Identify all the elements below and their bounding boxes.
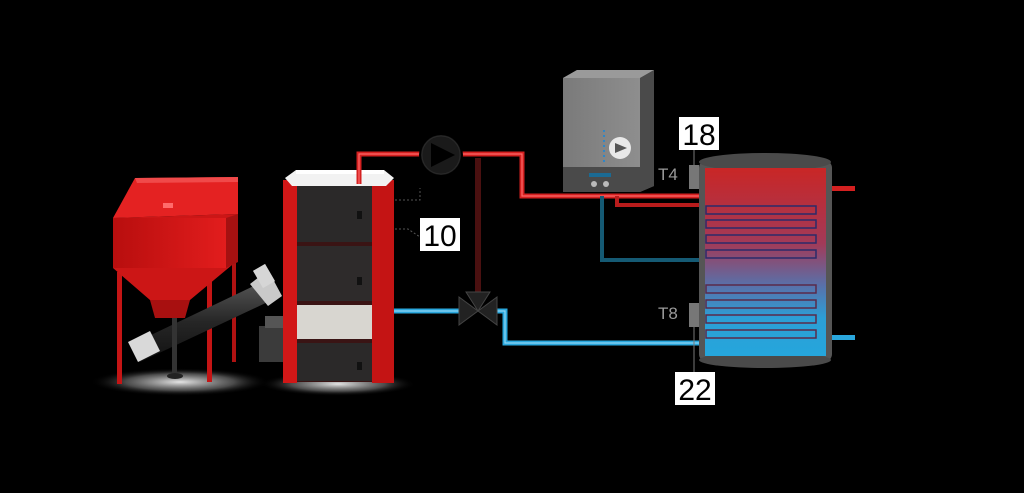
top-temp-value: 18 (682, 119, 715, 152)
hot-supply-pipe (356, 151, 700, 199)
boiler (283, 170, 394, 383)
circulation-pump (419, 133, 463, 177)
tank-outlet-pipes (830, 186, 855, 340)
floor-shadow-hopper (90, 368, 270, 396)
sensor-leader-lines (395, 188, 421, 238)
bottom-temp-readout: 22 (675, 372, 715, 407)
boiler-temp-value: 10 (423, 220, 456, 253)
sensor-t8-label: T8 (658, 304, 678, 323)
three-way-valve (458, 291, 498, 326)
boiler-temp-readout: 10 (420, 218, 460, 253)
bottom-temp-value: 22 (678, 374, 711, 407)
pellet-auger (128, 263, 291, 379)
sensor-t8 (689, 303, 699, 372)
cold-return-pipe (394, 308, 700, 346)
sensor-t4 (689, 150, 699, 189)
controller-return-pipe (600, 196, 705, 262)
sensor-t4-label: T4 (658, 165, 678, 184)
wall-heater (563, 70, 654, 192)
top-temp-readout: 18 (679, 117, 719, 152)
hot-return-pipe (615, 196, 700, 207)
lower-heat-coil (705, 284, 817, 339)
storage-tank (699, 153, 832, 368)
pellet-hopper (113, 177, 238, 384)
upper-heat-coil (705, 205, 817, 259)
